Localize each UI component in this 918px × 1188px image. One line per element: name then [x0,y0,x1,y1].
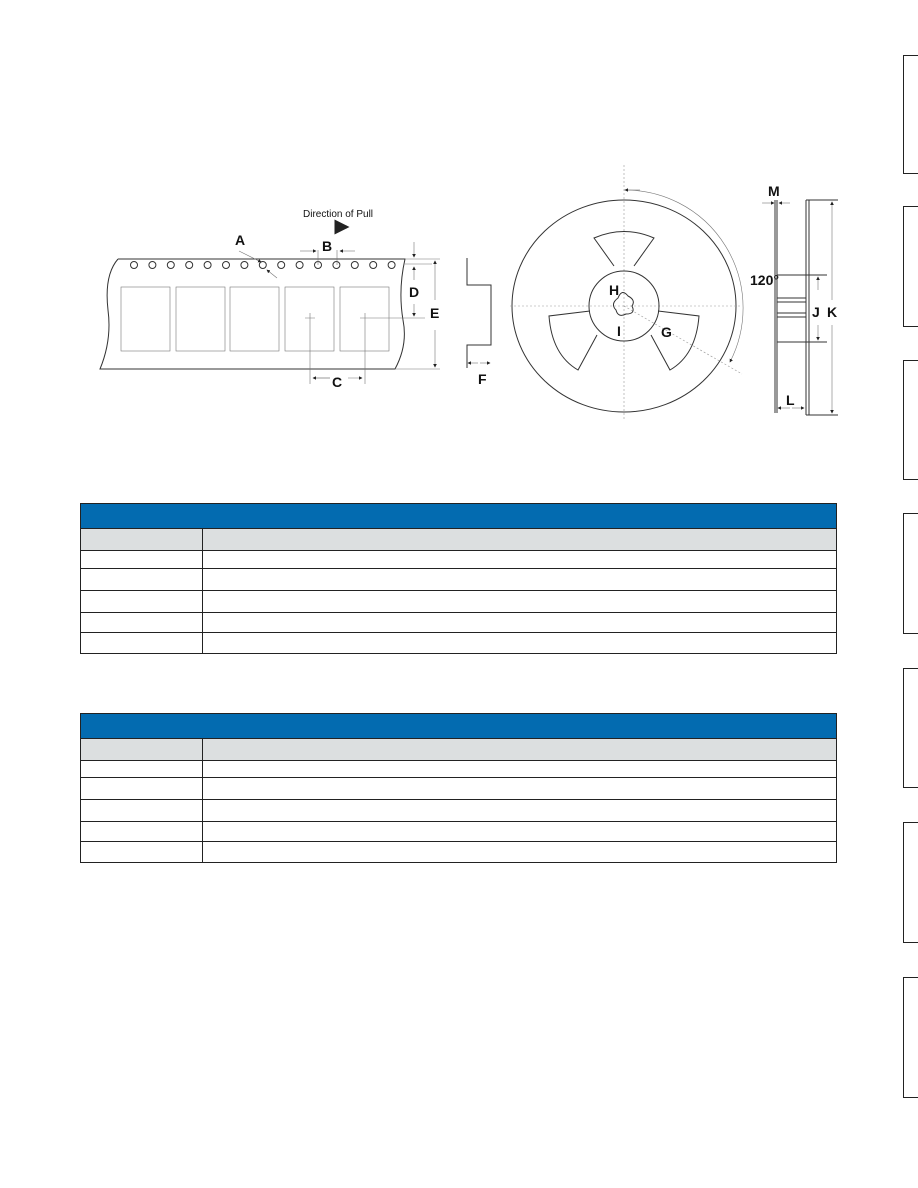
table-row [80,550,837,569]
tape-pockets [120,286,390,352]
dim-label-h: H [609,282,619,298]
tape-pocket [120,286,171,352]
section-tab[interactable] [903,977,918,1098]
reel-dimensions-table [80,713,837,863]
direction-of-pull-label: Direction of Pull [303,209,373,220]
dim-label-f: F [478,371,487,387]
table-cell [80,612,203,633]
angle-label-120: 120° [750,272,779,288]
dim-label-j: J [812,304,820,320]
table-cell [202,590,837,613]
tape-pocket [339,286,390,352]
table-cell [80,550,203,569]
sprocket-hole [203,261,212,269]
dim-label-k: K [827,304,837,320]
table-row [80,760,837,778]
section-tab[interactable] [903,360,918,480]
table-header [202,738,837,761]
section-tab[interactable] [903,513,918,634]
table-cell [80,777,203,800]
sprocket-hole [148,261,157,269]
dim-label-l: L [786,392,795,408]
sprocket-hole [240,261,249,269]
section-tab[interactable] [903,822,918,943]
section-tab[interactable] [903,55,918,174]
dim-label-m: M [768,183,780,199]
table-row [80,612,837,633]
table-cell [202,612,837,633]
reel-side-view: M J K L [762,183,838,416]
sprocket-hole [277,261,286,269]
table-cell [80,799,203,822]
table-cell [202,777,837,800]
table-cell [202,821,837,842]
tape-pocket [229,286,280,352]
table-row [80,632,837,654]
table-cell [202,760,837,778]
dim-label-g: G [661,324,672,340]
sprocket-hole [387,261,396,269]
carrier-tape: Direction of Pull A B C D E F [99,209,492,390]
dim-label-b: B [322,238,332,254]
sprocket-hole [258,261,267,269]
table-cell [202,632,837,654]
table-row [80,821,837,842]
table-title [80,503,837,529]
table-cell [80,821,203,842]
table-row [80,799,837,822]
sprocket-hole [369,261,378,269]
sprocket-hole [166,261,175,269]
sprocket-hole [295,261,304,269]
sprocket-holes [130,261,396,269]
table-cell [202,550,837,569]
table-cell [202,568,837,591]
dim-label-d: D [409,284,419,300]
table-header [80,738,203,761]
dim-label-i: I [617,323,621,339]
tape-pocket [284,286,335,352]
section-tab[interactable] [903,206,918,327]
sprocket-hole [332,261,341,269]
table-cell [80,568,203,591]
table-cell [80,841,203,863]
dim-label-e: E [430,305,439,321]
tape-dimensions-table [80,503,837,654]
table-cell [80,632,203,654]
reel-front-view: 120° H I G [510,165,779,420]
sprocket-hole [185,261,194,269]
dim-label-c: C [332,374,342,390]
table-cell [202,841,837,863]
table-header [80,528,203,551]
sprocket-hole [350,261,359,269]
sprocket-hole [222,261,230,269]
sprocket-hole [130,261,138,269]
dim-label-a: A [235,232,245,248]
table-cell [202,799,837,822]
table-row [80,841,837,863]
table-cell [80,760,203,778]
table-title [80,713,837,739]
table-cell [80,590,203,613]
tape-pocket [175,286,226,352]
section-tab[interactable] [903,668,918,788]
table-header [202,528,837,551]
table-row [80,568,837,591]
table-row [80,590,837,613]
table-row [80,777,837,800]
